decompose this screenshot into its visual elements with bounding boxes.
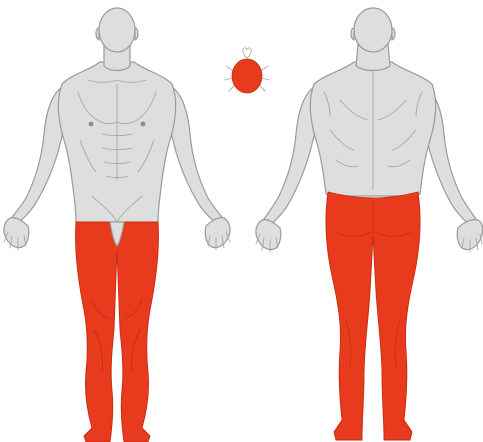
back-head	[354, 8, 392, 52]
front-view-figure	[4, 8, 230, 442]
front-left-ear	[96, 28, 99, 40]
back-left-ear	[351, 28, 354, 40]
front-right-ear	[135, 28, 138, 40]
front-head	[99, 8, 135, 52]
front-legs-highlight	[75, 222, 158, 442]
back-view-figure	[256, 8, 483, 440]
back-right-ear	[392, 28, 395, 40]
tick-icon	[225, 48, 269, 93]
